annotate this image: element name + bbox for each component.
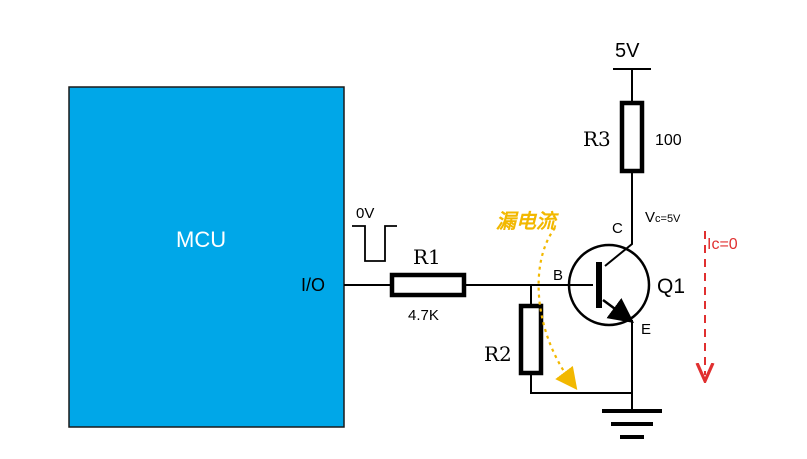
base-pin-label: B <box>553 267 563 284</box>
mcu-label: MCU <box>176 227 226 252</box>
collector-pin-label: C <box>612 220 623 237</box>
r3-value: 100 <box>655 132 682 149</box>
resistor-r2 <box>518 303 544 376</box>
r3-name: R3 <box>583 127 611 151</box>
r1-value: 4.7K <box>408 307 439 324</box>
mcu-block <box>68 86 345 428</box>
pulse-waveform <box>352 225 397 262</box>
vc-main: V <box>645 209 655 226</box>
io-pin-label: I/O <box>301 275 325 295</box>
emitter-pin-label: E <box>641 321 651 338</box>
curved-arrow-icon <box>537 227 578 391</box>
resistor-r3 <box>619 100 645 174</box>
r1-name: R1 <box>413 245 441 269</box>
transistor-emitter-arrow <box>602 298 635 323</box>
vc-sub: c=5V <box>655 213 681 225</box>
ground-icon <box>602 409 662 439</box>
wire-r2-ground <box>530 373 632 394</box>
resistor-r1 <box>389 272 467 298</box>
leakage-label: 漏电流 <box>496 209 559 233</box>
transistor-name: Q1 <box>657 275 685 298</box>
r2-name: R2 <box>484 342 512 366</box>
pulse-label: 0V <box>356 205 374 222</box>
ic-label: Ic=0 <box>707 236 738 253</box>
supply-label: 5V <box>615 40 640 62</box>
transistor-q1 <box>567 243 651 327</box>
wire-r3-collector <box>604 171 633 267</box>
vc-annotation: Vc=5V <box>645 209 681 226</box>
